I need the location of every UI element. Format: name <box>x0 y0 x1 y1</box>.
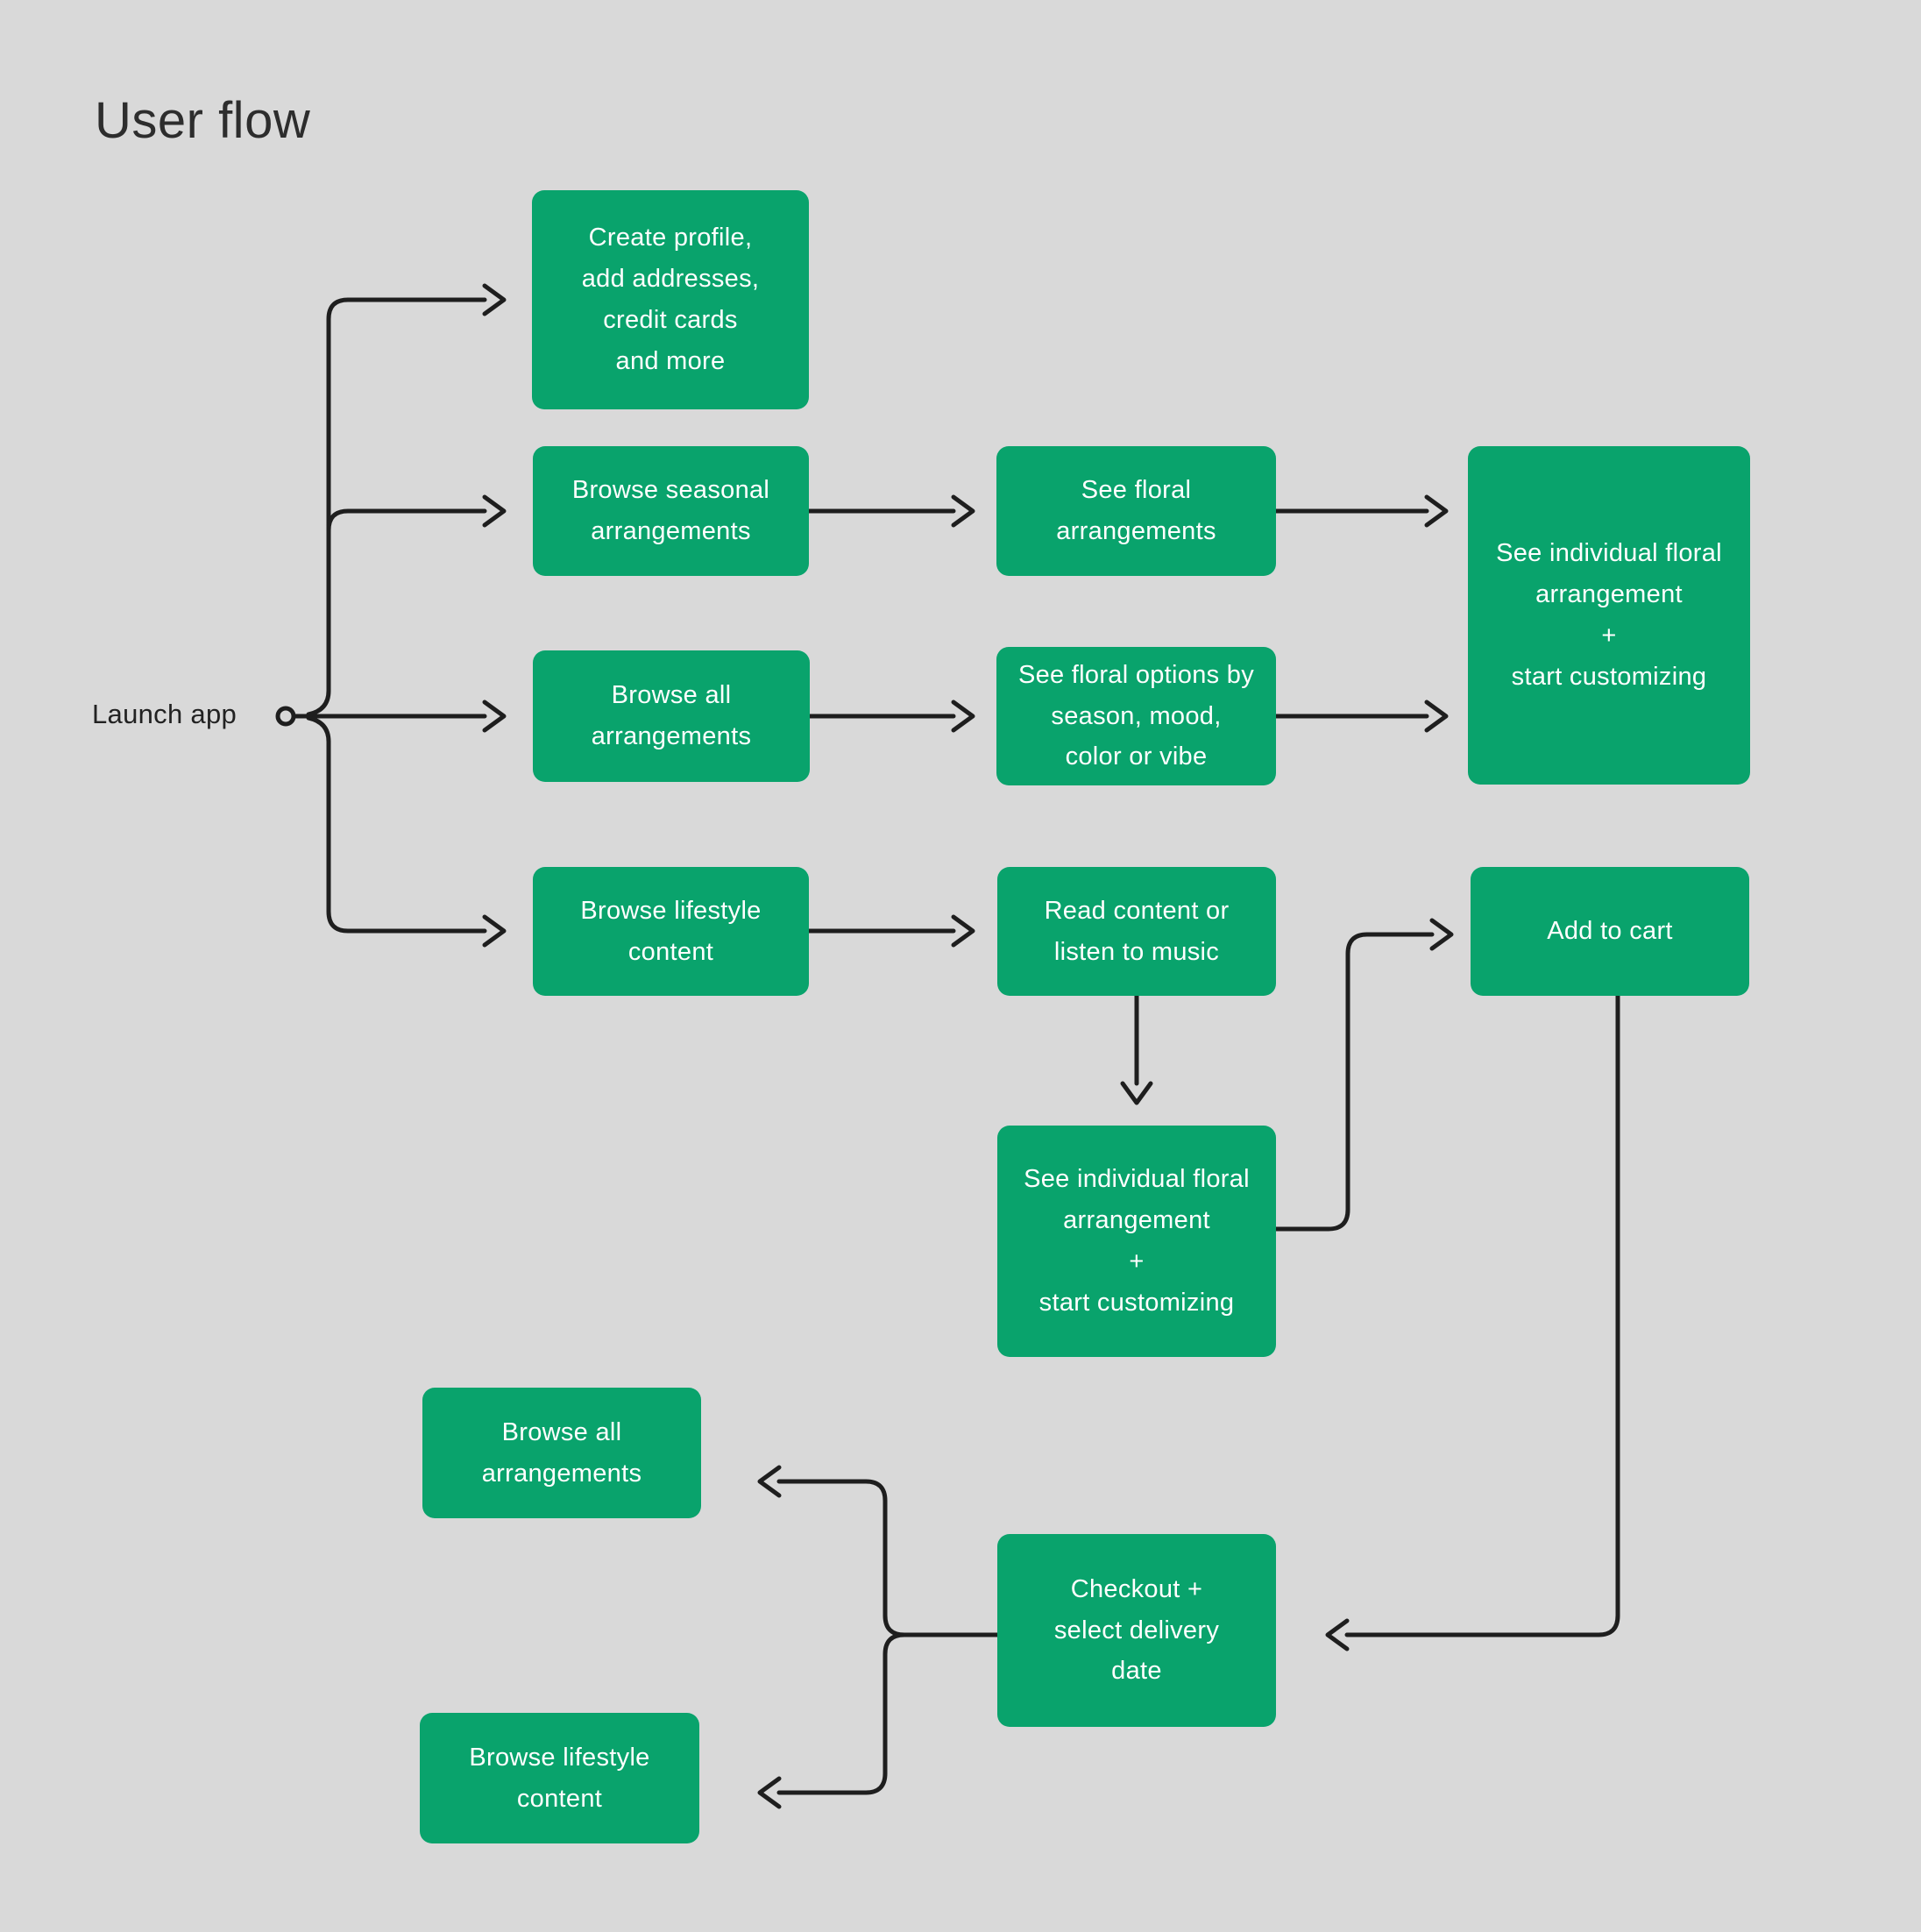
arrowhead-checkout-to-browse-all-2 <box>757 1465 782 1498</box>
arrowhead-checkout-to-browse-lifestyle-2 <box>757 1776 782 1809</box>
node-add-to-cart: Add to cart <box>1471 867 1749 996</box>
node-browse-lifestyle-content-label: Browse lifestyle content <box>580 896 762 966</box>
node-see-floral-arrangements: See floral arrangements <box>996 446 1276 576</box>
node-browse-seasonal-arrangements: Browse seasonal arrangements <box>533 446 809 576</box>
node-browse-lifestyle-content-2: Browse lifestyle content <box>420 1713 699 1843</box>
connector-add-to-cart-to-checkout <box>1344 993 1620 1637</box>
arrowhead-lifestyle-to-read-content <box>951 914 975 948</box>
arrowhead-launch-to-browse-all <box>482 700 507 733</box>
node-create-profile: Create profile, add addresses, credit ca… <box>532 190 809 409</box>
node-see-floral-options-label: See floral options by season, mood, colo… <box>1017 660 1255 771</box>
start-label: Launch app <box>92 699 237 729</box>
connector-individual-2-to-add-to-cart <box>1273 932 1435 1232</box>
arrowhead-launch-to-browse-seasonal <box>482 494 507 528</box>
node-checkout-label: Checkout + select delivery date <box>1053 1574 1220 1686</box>
start-node-circle <box>275 706 296 727</box>
arrowhead-read-content-to-individual-2 <box>1120 1081 1153 1105</box>
node-read-content-label: Read content or listen to music <box>1044 896 1230 966</box>
connector-checkout-to-browse-lifestyle-2 <box>776 1632 1000 1795</box>
node-see-floral-options: See floral options by season, mood, colo… <box>996 647 1276 785</box>
arrowhead-add-to-cart-to-checkout <box>1325 1618 1350 1651</box>
arrowhead-browse-all-to-see-options <box>951 700 975 733</box>
node-browse-all-arrangements: Browse all arrangements <box>533 650 810 782</box>
node-browse-lifestyle-content: Browse lifestyle content <box>533 867 809 996</box>
connector-checkout-to-browse-all-2 <box>776 1479 1000 1637</box>
arrowhead-see-options-to-individual <box>1424 700 1449 733</box>
node-browse-all-arrangements-label: Browse all arrangements <box>591 681 752 750</box>
node-see-individual-arrangement-2-label: See individual floral arrangement + star… <box>1024 1165 1250 1317</box>
node-see-individual-arrangement: See individual floral arrangement + star… <box>1468 446 1750 785</box>
connector-launch-to-create-profile <box>306 297 487 717</box>
node-see-floral-arrangements-label: See floral arrangements <box>1056 476 1216 545</box>
node-see-individual-arrangement-2: See individual floral arrangement + star… <box>997 1126 1276 1357</box>
node-create-profile-label: Create profile, add addresses, credit ca… <box>581 224 760 375</box>
node-read-content: Read content or listen to music <box>997 867 1276 996</box>
arrowhead-launch-to-browse-lifestyle <box>482 914 507 948</box>
arrowhead-individual-2-to-add-to-cart <box>1429 918 1454 951</box>
connector-launch-to-browse-lifestyle <box>306 715 487 934</box>
node-browse-all-arrangements-2: Browse all arrangements <box>422 1388 701 1518</box>
arrowhead-seasonal-to-see-floral <box>951 494 975 528</box>
connector-launch-to-browse-seasonal <box>326 508 487 533</box>
arrowhead-launch-to-create-profile <box>482 283 507 316</box>
node-browse-seasonal-arrangements-label: Browse seasonal arrangements <box>571 476 770 545</box>
arrowhead-see-floral-to-individual <box>1424 494 1449 528</box>
node-add-to-cart-label: Add to cart <box>1547 917 1673 946</box>
node-checkout: Checkout + select delivery date <box>997 1534 1276 1727</box>
node-see-individual-arrangement-label: See individual floral arrangement + star… <box>1496 539 1722 691</box>
page-title: User flow <box>95 92 311 149</box>
node-browse-lifestyle-content-2-label: Browse lifestyle content <box>469 1743 650 1813</box>
node-browse-all-arrangements-2-label: Browse all arrangements <box>481 1417 642 1488</box>
